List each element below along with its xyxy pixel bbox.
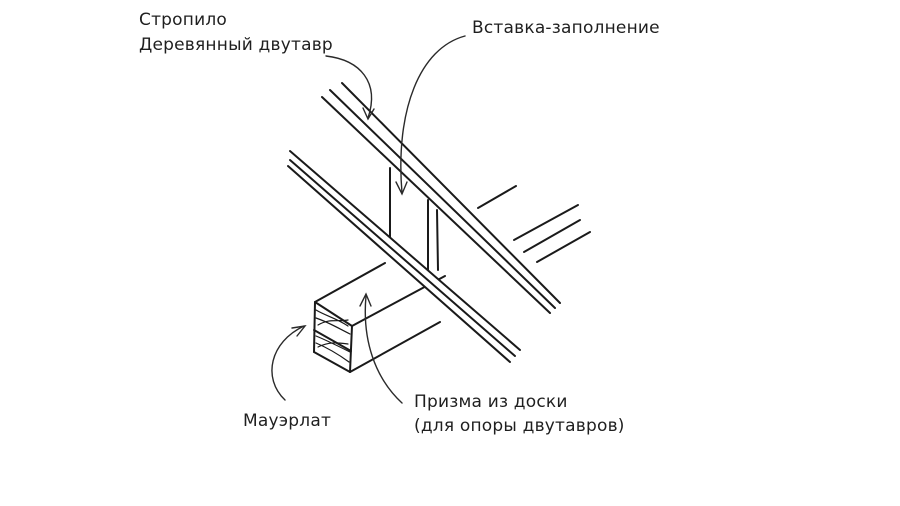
insert-pointer-arrow [400, 35, 466, 194]
rafter-pointer-arrow [325, 55, 373, 119]
pointer-arrows [271, 35, 466, 404]
rafter-front [287, 150, 521, 363]
back-board [477, 185, 591, 263]
rafter-label: Стропило [139, 10, 227, 30]
mauerlat-beam [313, 262, 446, 373]
rafter-back [321, 82, 561, 314]
prism-label: Призма из доски [414, 392, 568, 412]
mauerlat-label: Мауэрлат [243, 411, 332, 431]
prism-note-label: (для опоры двутавров) [414, 416, 625, 436]
prism-pointer-arrow [364, 295, 403, 404]
rafter-type-label: Деревянный двутавр [139, 35, 333, 55]
mauerlat-pointer-arrow [271, 325, 305, 401]
insert-label: Вставка-заполнение [472, 18, 660, 38]
